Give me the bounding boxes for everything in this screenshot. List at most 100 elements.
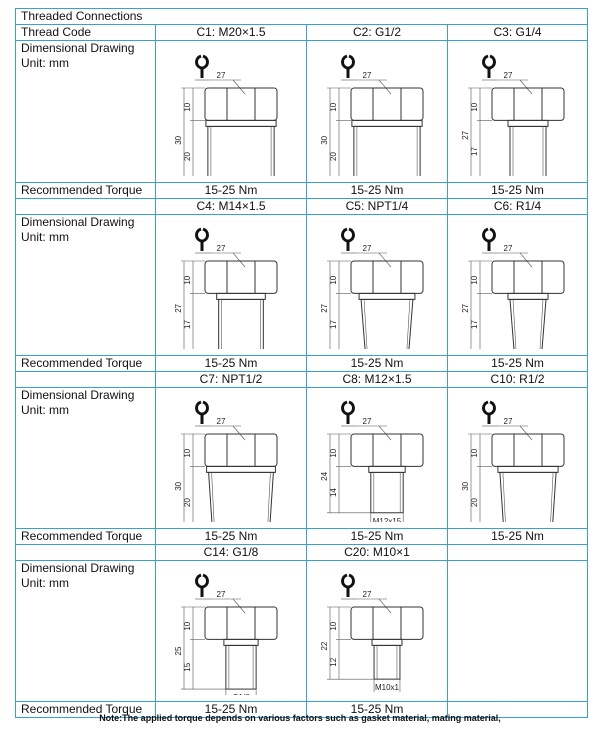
hex-body xyxy=(350,606,424,640)
leader-arrow xyxy=(519,425,532,441)
torque-c5: 15-25 Nm xyxy=(306,355,448,372)
collar xyxy=(507,119,549,127)
hex-body xyxy=(350,87,424,121)
thread-code-label: Thread Code xyxy=(15,24,156,41)
collar xyxy=(223,638,259,646)
hex-body xyxy=(204,87,278,121)
dim-thread-label: 17 xyxy=(183,320,192,329)
collar xyxy=(371,638,403,646)
threaded-connections-table: Threaded Connections Thread Code C1: M20… xyxy=(14,8,589,718)
thread-code-c7: C7: NPT1/2 xyxy=(155,371,307,388)
dim-total-label: 30 xyxy=(320,135,329,144)
collar xyxy=(358,292,416,300)
dim-thread-label: 17 xyxy=(470,320,479,329)
drawing-cell-empty xyxy=(446,560,589,702)
unit-label: Unit: mm xyxy=(21,403,69,417)
dimensional-drawing-c1: 27102030M20x15 xyxy=(174,54,278,176)
thread-code-label-blank xyxy=(15,544,156,561)
dim-thread-label: 17 xyxy=(470,146,479,155)
wrench-icon xyxy=(195,573,209,597)
threaded-connections-sheet: Threaded Connections Thread Code C1: M20… xyxy=(14,8,589,718)
thread-body xyxy=(207,125,275,176)
drawing-cell-c5: 27101727NPT1/4 xyxy=(306,214,448,356)
hex-body xyxy=(350,433,424,467)
wrench-size-label: 27 xyxy=(217,590,226,599)
thread-code-c1: C1: M20×1.5 xyxy=(155,24,307,41)
wrench-icon xyxy=(341,573,355,597)
dim-label: Dimensional Drawing xyxy=(21,41,135,56)
wrench-icon xyxy=(195,54,209,78)
torque-label: Recommended Torque xyxy=(15,701,156,718)
thread-code-c8: C8: M12×1.5 xyxy=(306,371,448,388)
leader-arrow xyxy=(519,79,532,94)
hex-body xyxy=(491,260,565,294)
thread-designation-label: M12x15 xyxy=(373,517,402,522)
hex-body xyxy=(204,260,278,294)
thread-body xyxy=(370,471,404,514)
dim-label: Dimensional Drawing xyxy=(21,388,135,403)
dim-thread-label: 15 xyxy=(183,662,192,671)
wrench-size-label: 27 xyxy=(503,71,512,80)
leader-arrow xyxy=(232,425,246,441)
dim-total-label: 27 xyxy=(461,130,470,139)
torque-c14: 15-25 Nm xyxy=(155,701,307,718)
thread-code-c3: C3: G1/4 xyxy=(446,24,589,41)
dim-thread-label: 20 xyxy=(470,498,479,507)
dim-total-label: 25 xyxy=(174,646,183,655)
dimensional-drawing-label: Dimensional Drawing Unit: mm xyxy=(15,560,156,702)
thread-body xyxy=(373,644,401,680)
drawing-cell-c7: 27102030NPT1/2 xyxy=(155,387,307,529)
torque-c20: 15-25 Nm xyxy=(306,701,448,718)
unit-label: Unit: mm xyxy=(21,56,69,70)
thread-body xyxy=(508,298,547,349)
wrench-icon xyxy=(341,54,355,78)
title-row: Threaded Connections xyxy=(14,8,589,25)
thread-body xyxy=(498,471,557,522)
torque-c6: 15-25 Nm xyxy=(446,355,589,372)
dim-hex-label: 10 xyxy=(183,448,192,457)
thread-line-right xyxy=(267,472,271,522)
torque-note: Note:The applied torque depends on vario… xyxy=(99,713,501,723)
wrench-size-label: 27 xyxy=(363,590,372,599)
drawing-row: Dimensional Drawing Unit: mm 27101525G1/… xyxy=(15,560,589,702)
dim-hex-label: 10 xyxy=(470,102,479,111)
dimensional-drawing-c5: 27101727NPT1/4 xyxy=(320,227,424,349)
hex-body xyxy=(204,433,278,467)
thread-body xyxy=(509,125,547,176)
drawing-cell-c4: 27101727M14x15 xyxy=(155,214,307,356)
dim-total-label: 24 xyxy=(320,471,329,480)
table-title: Threaded Connections xyxy=(14,8,589,25)
torque-label: Recommended Torque xyxy=(15,355,156,372)
thread-body xyxy=(353,125,421,176)
dim-thread-label: 20 xyxy=(183,498,192,507)
drawing-row: Dimensional Drawing Unit: mm 27101727M14… xyxy=(15,214,589,356)
dimensional-drawing-c4: 27101727M14x15 xyxy=(174,227,278,349)
torque-row: Recommended Torque 15-25 Nm 15-25 Nm xyxy=(15,701,589,718)
torque-c1: 15-25 Nm xyxy=(155,182,307,199)
wrench-size-label: 27 xyxy=(503,417,512,426)
thread-code-label-blank xyxy=(15,198,156,215)
dimensional-drawing-c2: 27102030G1/2 xyxy=(320,54,424,176)
dim-total-label: 30 xyxy=(174,135,183,144)
thread-line-left xyxy=(211,472,215,522)
thread-line-right xyxy=(549,472,553,522)
thread-line-right xyxy=(539,299,543,349)
dim-thread-label: 12 xyxy=(329,657,338,666)
wrench-icon xyxy=(481,227,496,251)
wrench-icon xyxy=(341,227,355,251)
dim-hex-label: 10 xyxy=(329,621,338,630)
torque-c8: 15-25 Nm xyxy=(306,528,448,545)
thread-designation-label: M10x1 xyxy=(375,683,400,692)
thread-body xyxy=(218,298,264,349)
wrench-size-label: 27 xyxy=(217,417,226,426)
wrench-icon xyxy=(481,54,496,78)
thread-code-c2: C2: G1/2 xyxy=(306,24,448,41)
dim-thread-label: 20 xyxy=(183,151,192,160)
leader-arrow xyxy=(378,598,392,614)
drawing-cell-c10: 27102030R1/2 xyxy=(446,387,589,529)
dim-total-label: 22 xyxy=(320,641,329,650)
drawing-cell-c14: 27101525G1/8 xyxy=(155,560,307,702)
dim-hex-label: 10 xyxy=(470,275,479,284)
